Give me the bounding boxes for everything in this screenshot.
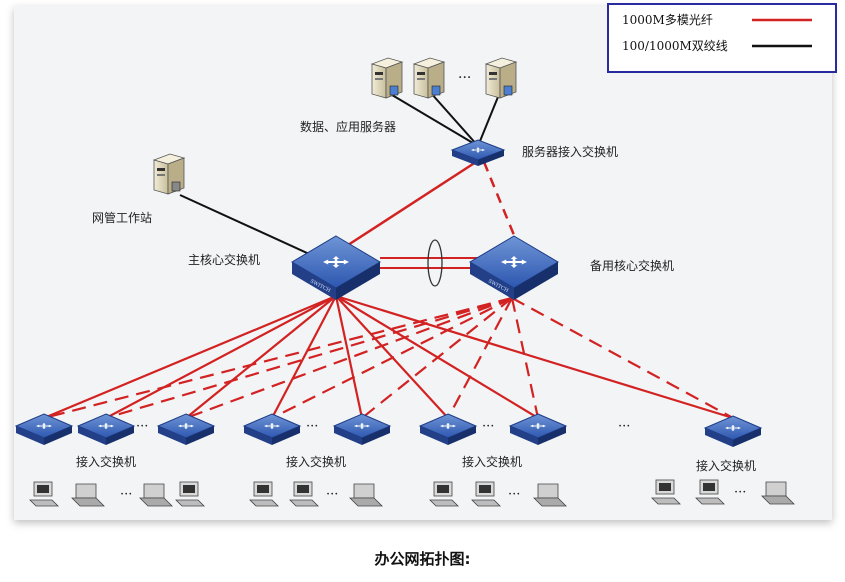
legend: 1000M多模光纤 100/1000M双绞线 <box>607 3 837 73</box>
link-main-acc5 <box>334 295 364 419</box>
link-main-acc2 <box>105 295 337 419</box>
nms-workstation: 网管工作站 <box>92 153 186 225</box>
pc-icon <box>29 481 59 507</box>
pc-icon <box>471 481 501 507</box>
core-switch-icon: SWITCH <box>469 235 559 300</box>
switch-icon <box>450 139 506 166</box>
laptop-icon <box>761 481 795 505</box>
laptop-icon <box>533 483 567 507</box>
legend-fiber-label: 1000M多模光纤 <box>622 13 713 27</box>
end-devices: ··· ··· <box>29 479 795 507</box>
access-switch-icon <box>242 413 302 445</box>
link-backup-acc5 <box>361 297 513 419</box>
legend-box <box>607 3 837 73</box>
access-switch-icon <box>418 413 478 445</box>
servers-ellipsis: ··· <box>458 70 471 86</box>
devices-ellipsis: ··· <box>326 487 338 502</box>
link-backup-acc4 <box>271 297 513 419</box>
pc-icon <box>289 481 319 507</box>
access-switch-label: 接入交换机 <box>286 454 346 469</box>
access-switch-label: 接入交换机 <box>76 454 136 469</box>
connections <box>43 91 734 420</box>
main-core-label: 主核心交换机 <box>188 252 260 267</box>
access-ellipsis: ··· <box>306 419 318 434</box>
link-server-switch-main <box>347 160 477 247</box>
devices-ellipsis: ··· <box>734 485 746 500</box>
link-aggregation-ring <box>427 239 443 287</box>
main-core-switch: SWITCH 主核心交换机 <box>188 235 381 300</box>
link-main-acc3 <box>185 295 337 419</box>
access-switch-icon <box>14 413 74 445</box>
laptop-icon <box>71 483 105 507</box>
diagram-caption: 办公网拓扑图: <box>374 550 471 568</box>
server-icon <box>412 57 446 99</box>
access-switch-icon <box>332 413 392 445</box>
link-server1 <box>386 91 479 147</box>
pc-icon <box>249 481 279 507</box>
server-icon <box>484 57 518 99</box>
pc-icon <box>175 481 205 507</box>
laptop-icon <box>349 483 383 507</box>
access-switch-icon <box>703 415 763 447</box>
pc-icon <box>695 479 725 505</box>
pc-icon <box>651 479 681 505</box>
link-server3 <box>477 91 501 147</box>
access-ellipsis: ··· <box>136 419 148 434</box>
link-main-acc4 <box>271 295 337 419</box>
access-switch-icon <box>508 413 568 445</box>
core-switch-icon: SWITCH <box>291 235 381 300</box>
access-ellipsis: ··· <box>618 419 630 434</box>
link-backup-acc2 <box>105 296 513 420</box>
devices-ellipsis: ··· <box>120 487 132 502</box>
legend-twisted-label: 100/1000M双绞线 <box>622 38 728 53</box>
server-access-switch-label: 服务器接入交换机 <box>522 144 618 159</box>
devices-ellipsis: ··· <box>508 487 520 502</box>
link-backup-acc8 <box>511 297 734 419</box>
access-switch-icon <box>76 413 136 445</box>
access-switch-label: 接入交换机 <box>696 458 756 473</box>
backup-core-label: 备用核心交换机 <box>590 258 674 273</box>
access-switch-label: 接入交换机 <box>462 454 522 469</box>
laptop-icon <box>139 483 173 507</box>
link-main-acc1 <box>43 294 337 420</box>
link-main-acc8 <box>335 294 734 420</box>
workstation-icon <box>152 153 186 195</box>
link-backup-acc3 <box>185 296 513 420</box>
access-layer: ··· ··· <box>14 413 763 473</box>
server-access-switch: 服务器接入交换机 <box>450 139 618 166</box>
access-ellipsis: ··· <box>482 419 494 434</box>
link-nms <box>179 194 319 259</box>
link-backup-acc1 <box>43 296 513 420</box>
pc-icon <box>429 481 459 507</box>
link-server2 <box>429 91 479 147</box>
link-server-switch-backup <box>482 161 518 241</box>
data-servers-label: 数据、应用服务器 <box>300 119 396 134</box>
access-switch-icon <box>156 413 216 445</box>
link-backup-acc6 <box>447 297 513 419</box>
server-icon <box>370 57 404 99</box>
data-servers: ··· 数据、应用服务器 <box>300 57 518 134</box>
backup-core-switch: SWITCH 备用核心交换机 <box>469 235 674 300</box>
nms-workstation-label: 网管工作站 <box>92 210 152 225</box>
